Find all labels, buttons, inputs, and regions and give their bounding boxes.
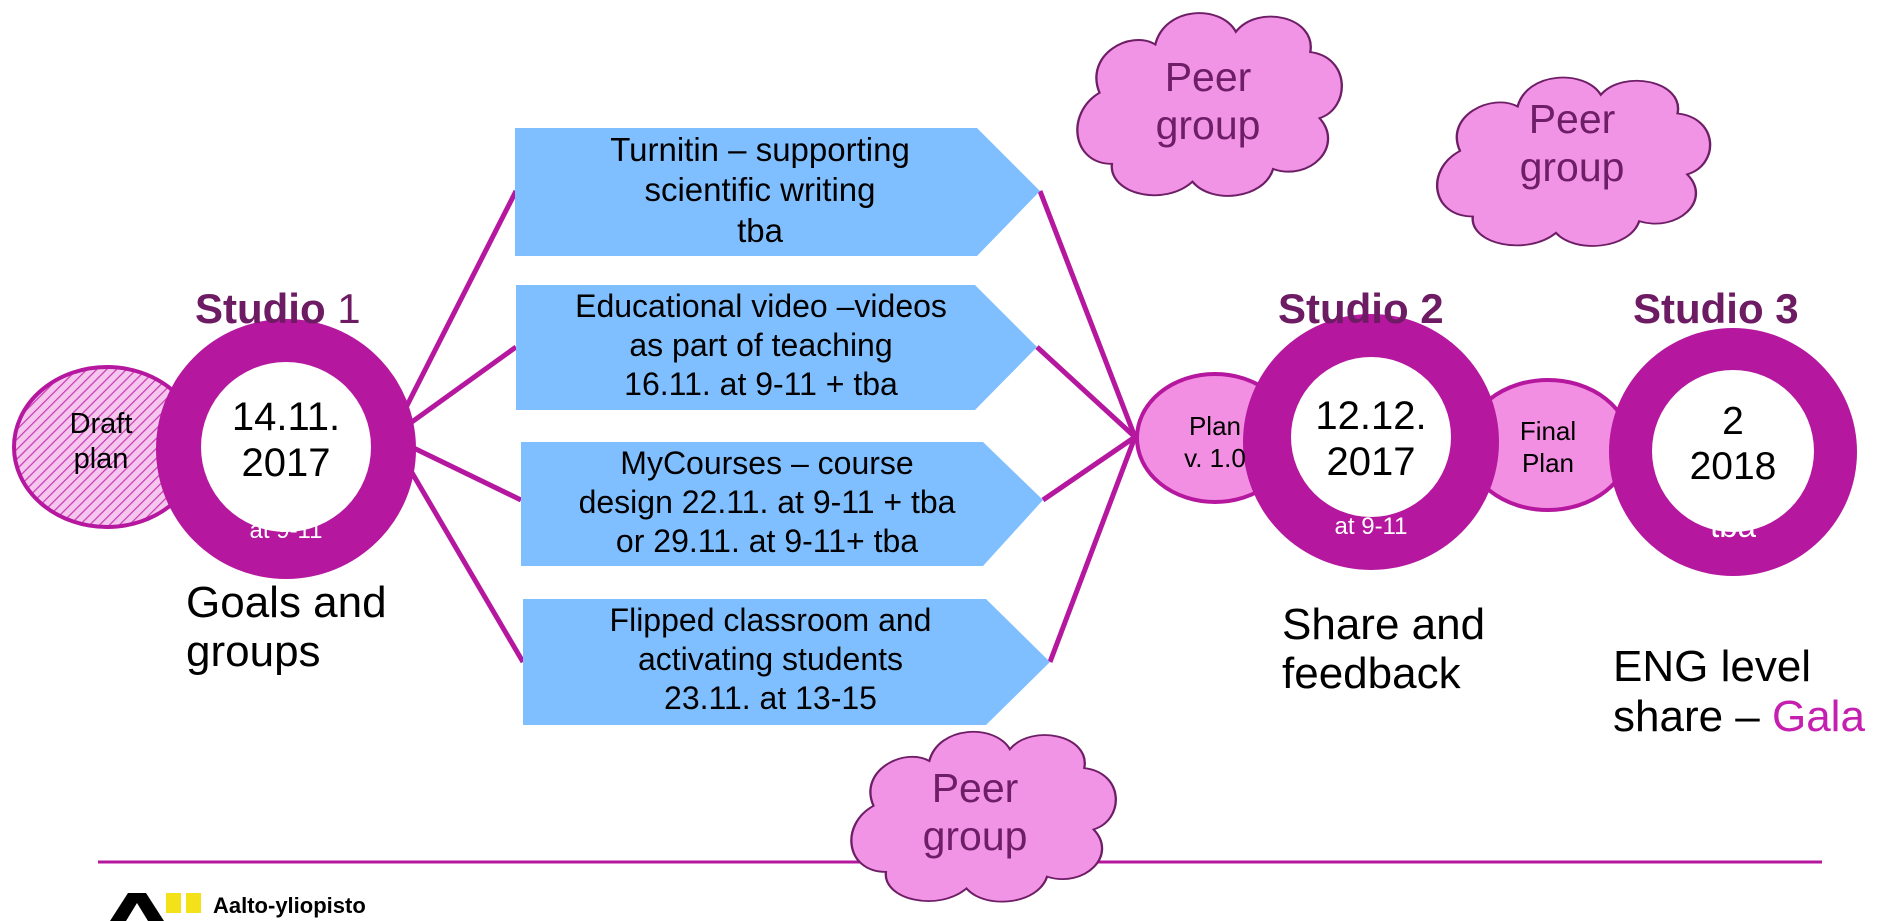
studio3-caption-main: ENG level share – [1613,642,1812,741]
aalto-logo [110,893,201,921]
workshop-label-educational-video: Educational video –videos as part of tea… [575,288,947,403]
peer-group-cloud-1 [1076,12,1343,197]
workshop-arrow-flipped-classroom [523,599,1050,725]
studio2-caption: Share and feedback [1282,600,1486,699]
workshop-arrow-mycourses [521,442,1043,566]
studio2-time: at 9-11 [1334,513,1408,540]
studio1-date: 14.11. 2017 [231,395,341,485]
fan-in-connectors [1035,190,1138,663]
workshop-arrow-educational-video [516,285,1037,410]
studio1-title: Studio 1 [195,285,361,333]
studio1-caption: Goals and groups [186,578,387,677]
workshop-label-flipped-classroom: Flipped classroom and activating student… [609,602,932,717]
aalto-logo-quote-2 [186,893,201,913]
studio1-time: at 9-11 [249,517,323,544]
workshop-label-turnitin: Turnitin – supporting scientific writing… [610,131,910,249]
peer-group-cloud-3 [850,730,1117,903]
studio2-center [1291,357,1451,517]
studio3-caption-gala: Gala [1771,691,1865,741]
studio1-title-number: 1 [325,285,361,332]
plan-v1-label: Plan v. 1.0 [1184,411,1246,473]
workshop-arrow-turnitin [515,128,1040,256]
studio1-title-bold: Studio [195,285,326,332]
workshop-label-mycourses: MyCourses – course design 22.11. at 9-11… [578,445,956,560]
studio2-title: Studio 2 [1278,285,1444,332]
studio2-date: 12.12. 2017 [1315,394,1427,484]
studio3-date: 2 2018 [1689,400,1777,488]
peer-group-label-1: Peer group [1155,54,1261,149]
studio3-time: tba [1710,507,1756,544]
peer-group-cloud-2 [1436,76,1712,247]
final-plan-label: Final Plan [1519,416,1577,478]
studio1-center [201,362,371,532]
draft-plan-label: Draft plan [69,408,133,476]
studio3-caption: ENG level share – Gala [1613,593,1865,741]
peer-group-label-3: Peer group [922,765,1028,860]
studio3-center [1652,370,1814,532]
brand-name: Aalto-yliopisto [213,893,366,918]
aalto-logo-a [110,893,164,921]
aalto-logo-quote-1 [166,893,181,913]
studio3-title: Studio 3 [1633,285,1799,332]
peer-group-label-2: Peer group [1519,96,1625,191]
